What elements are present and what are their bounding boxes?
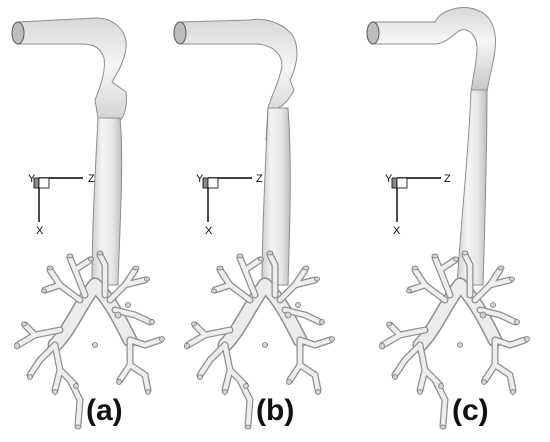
axis-y-label-b: Y bbox=[196, 173, 204, 185]
axis-z-label-a: Z bbox=[88, 173, 95, 185]
panel-label-c: (c) bbox=[452, 394, 489, 427]
axis-x-label-a: X bbox=[36, 225, 44, 237]
axis-triad-a bbox=[33, 177, 84, 223]
axis-z-label-c: Z bbox=[444, 173, 451, 185]
panel-c: Y Z X (c) bbox=[366, 7, 530, 429]
airway-tube-c bbox=[366, 7, 530, 429]
axis-x-label-b: X bbox=[205, 225, 213, 237]
panel-label-b: (b) bbox=[256, 394, 294, 427]
panel-a: Y Z X (a) bbox=[12, 17, 165, 429]
panel-label-a: (a) bbox=[86, 394, 123, 427]
axis-z-label-b: Z bbox=[256, 173, 263, 185]
axis-triad-b bbox=[202, 177, 253, 223]
axis-triad-c bbox=[391, 177, 442, 223]
axis-x-label-c: X bbox=[393, 225, 401, 237]
airway-tube-a bbox=[12, 17, 165, 429]
panel-b: Y Z X (b) bbox=[173, 18, 335, 429]
axis-y-label-c: Y bbox=[385, 173, 393, 185]
axis-y-label-a: Y bbox=[28, 173, 36, 185]
airway-tube-b bbox=[173, 18, 335, 429]
